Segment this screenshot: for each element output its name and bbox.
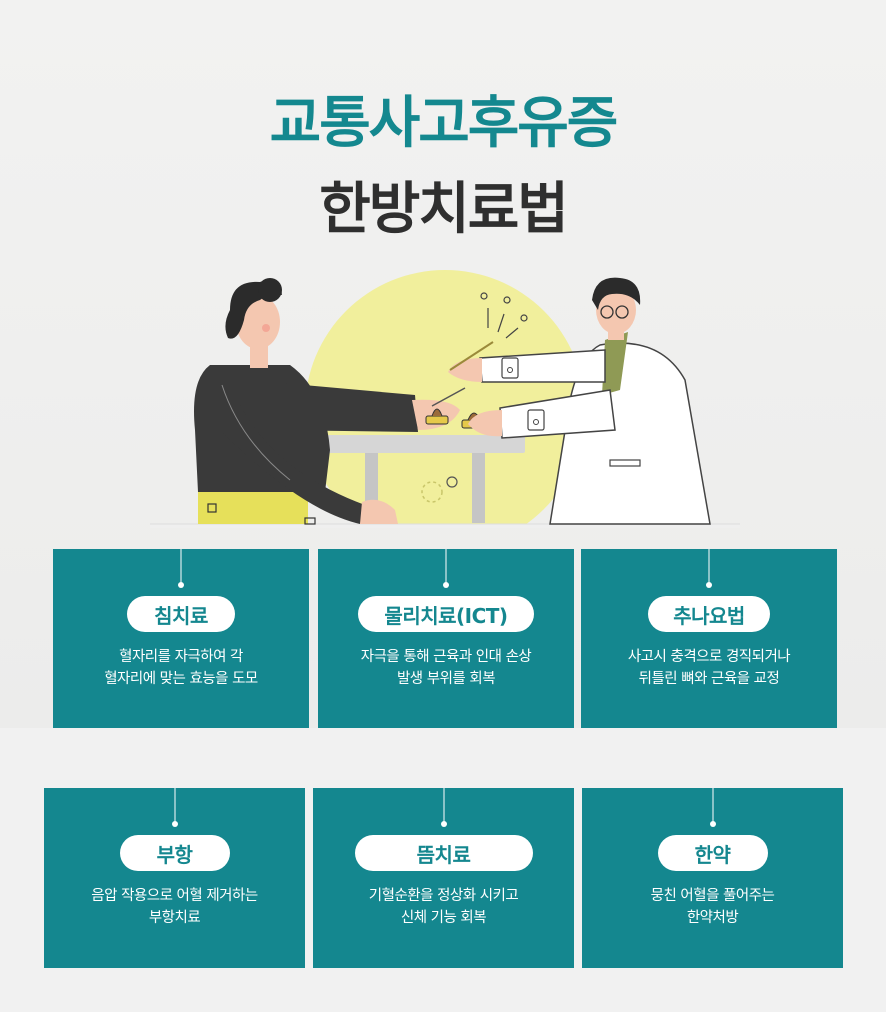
card-connector-dot	[443, 582, 449, 588]
card-connector	[174, 788, 175, 824]
description-line-1: 뭉친 어혈을 풀어주는	[650, 888, 775, 904]
title-line-2: 한방치료법	[319, 177, 569, 242]
treatment-card-cupping: 부항 음압 작용으로 어혈 제거하는 부항치료	[44, 788, 305, 968]
doctor-figure	[448, 277, 711, 525]
treatment-description: 사고시 충격으로 경직되거나 뒤틀린 뼈와 근육을 교정	[581, 646, 837, 690]
card-connector	[712, 788, 713, 824]
description-line-1: 혈자리를 자극하여 각	[119, 649, 243, 665]
treatment-name: 물리치료(ICT)	[358, 596, 534, 632]
treatment-card-herbal-medicine: 한약 뭉친 어혈을 풀어주는 한약처방	[582, 788, 843, 968]
description-line-2: 한약처방	[686, 910, 739, 926]
card-connector-dot	[440, 821, 447, 827]
card-connector-dot	[706, 582, 712, 588]
description-line-1: 음압 작용으로 어혈 제거하는	[91, 888, 258, 904]
treatment-name: 뜸치료	[354, 835, 533, 871]
patient-figure	[194, 278, 460, 525]
treatment-description: 자극을 통해 근육과 인대 손상 발생 부위를 회복	[318, 646, 574, 690]
title-line-1: 교통사고후유증	[269, 91, 619, 156]
card-connector	[180, 549, 182, 585]
card-connector	[708, 549, 710, 585]
treatment-card-physical-therapy: 물리치료(ICT) 자극을 통해 근육과 인대 손상 발생 부위를 회복	[318, 549, 574, 728]
treatment-name: 침치료	[127, 596, 235, 632]
card-connector-dot	[171, 821, 178, 827]
treatment-description: 기혈순환을 정상화 시키고 신체 기능 회복	[313, 885, 574, 929]
treatment-description: 혈자리를 자극하여 각 혈자리에 맞는 효능을 도모	[53, 646, 309, 690]
acupuncture-illustration	[150, 270, 740, 528]
treatment-card-acupuncture: 침치료 혈자리를 자극하여 각 혈자리에 맞는 효능을 도모	[53, 549, 309, 728]
acupuncture-needle-icon	[431, 292, 528, 407]
description-line-1: 자극을 통해 근육과 인대 손상	[360, 649, 532, 665]
table-icon	[320, 435, 525, 523]
treatment-name: 부항	[119, 835, 230, 871]
description-line-2: 뒤틀린 뼈와 근육을 교정	[638, 671, 780, 687]
description-line-2: 발생 부위를 회복	[396, 671, 496, 687]
card-connector-dot	[178, 582, 184, 588]
card-connector	[445, 549, 447, 585]
treatment-card-moxibustion: 뜸치료 기혈순환을 정상화 시키고 신체 기능 회복	[313, 788, 574, 968]
description-line-2: 신체 기능 회복	[400, 910, 487, 926]
treatment-card-chuna: 추나요법 사고시 충격으로 경직되거나 뒤틀린 뼈와 근육을 교정	[581, 549, 837, 728]
card-connector-dot	[709, 821, 716, 827]
treatment-description: 음압 작용으로 어혈 제거하는 부항치료	[44, 885, 305, 929]
description-line-2: 부항치료	[148, 910, 201, 926]
description-line-1: 사고시 충격으로 경직되거나	[627, 649, 791, 665]
card-connector	[443, 788, 444, 824]
description-line-2: 혈자리에 맞는 효능을 도모	[104, 671, 258, 687]
treatment-name: 추나요법	[648, 596, 770, 632]
treatment-name: 한약	[657, 835, 768, 871]
treatment-description: 뭉친 어혈을 풀어주는 한약처방	[582, 885, 843, 929]
description-line-1: 기혈순환을 정상화 시키고	[368, 888, 519, 904]
